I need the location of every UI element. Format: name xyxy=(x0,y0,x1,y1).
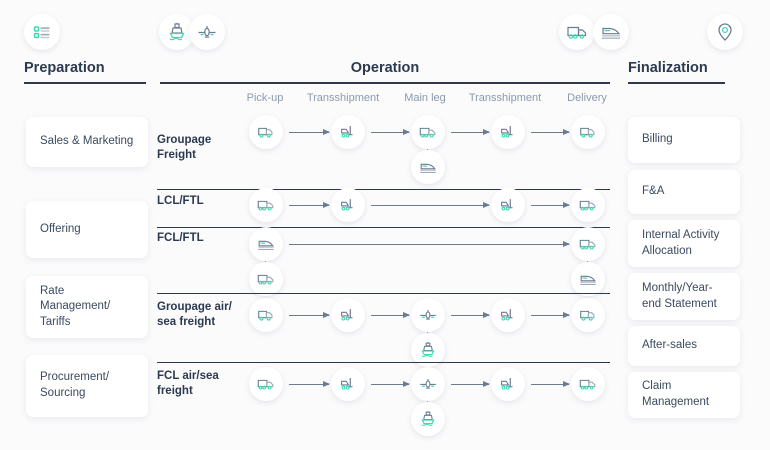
row-2-arrow-4 xyxy=(531,200,570,210)
row-divider-2 xyxy=(157,227,610,229)
preparation-card-procurement-sourcing[interactable]: Procurement/ Sourcing xyxy=(26,355,148,417)
finalization-card-claim-management[interactable]: Claim Management xyxy=(628,372,740,418)
operation-rule xyxy=(160,82,610,84)
truck-icon xyxy=(559,14,595,50)
preparation-card-sales-marketing[interactable]: Sales & Marketing xyxy=(26,117,148,167)
row-1-node-transshipment2-forklift-icon[interactable] xyxy=(491,115,525,149)
row-4-arrow-2 xyxy=(371,310,410,320)
row-divider-1 xyxy=(157,189,610,191)
finalization-rule xyxy=(628,82,725,84)
card-label: After-sales xyxy=(642,339,697,352)
finalization-card-fa[interactable]: F&A xyxy=(628,170,740,214)
column-label-delivery: Delivery xyxy=(567,92,607,104)
preparation-card-offering[interactable]: Offering xyxy=(26,201,148,258)
row-4-node-transshipment2-forklift-icon[interactable] xyxy=(491,298,525,332)
finalization-card-after-sales[interactable]: After-sales xyxy=(628,326,740,366)
row-5-node-transshipment2-forklift-icon[interactable] xyxy=(491,367,525,401)
row-1-node-main-leg-truck-icon[interactable] xyxy=(411,115,445,149)
row-4-node-transshipment-forklift-icon[interactable] xyxy=(331,298,365,332)
row-5-node-main-leg-alt-ship-icon[interactable] xyxy=(411,402,445,436)
row-5-arrow-1 xyxy=(289,379,330,389)
row-4-node-main-leg-alt-ship-icon[interactable] xyxy=(411,333,445,367)
card-label: Offering xyxy=(40,222,81,235)
row-1-arrow-3 xyxy=(451,127,490,137)
list-icon xyxy=(24,14,60,50)
row-label-lcl-ftl: LCL/FTL xyxy=(157,195,204,207)
row-2-arrow-main-leg xyxy=(371,200,490,210)
finalization-card-internal-activity-allocation[interactable]: Internal Activity Allocation xyxy=(628,220,740,267)
row-1-arrow-4 xyxy=(531,127,570,137)
row-label-groupage-freight: Groupage Freight xyxy=(157,134,212,161)
column-label-transshipment-2: Transshipment xyxy=(468,92,542,104)
row-1-node-delivery-van-icon[interactable] xyxy=(571,115,605,149)
row-3-arrow-main-leg xyxy=(289,239,570,249)
row-4-arrow-3 xyxy=(451,310,490,320)
card-label: Internal Activity Allocation xyxy=(642,228,720,257)
column-label-pickup: Pick-up xyxy=(246,92,284,104)
finalization-card-billing[interactable]: Billing xyxy=(628,117,740,163)
row-3-node-delivery-alt-train-icon[interactable] xyxy=(571,262,605,296)
column-label-main-leg: Main leg xyxy=(404,92,446,104)
row-4-arrow-1 xyxy=(289,310,330,320)
row-1-node-pickup-van-icon[interactable] xyxy=(249,115,283,149)
row-5-node-main-leg-plane-icon[interactable] xyxy=(411,367,445,401)
row-2-node-delivery-truck-icon[interactable] xyxy=(571,188,605,222)
row-2-node-transshipment-forklift-icon[interactable] xyxy=(331,188,365,222)
row-3-node-pickup-train-icon[interactable] xyxy=(249,227,283,261)
row-2-arrow-1 xyxy=(289,200,330,210)
row-5-arrow-4 xyxy=(531,379,570,389)
row-label-groupage-air-sea-freight: Groupage air/ sea freight xyxy=(157,301,232,328)
finalization-card-monthly-year-end-statement[interactable]: Monthly/Year-end Statement xyxy=(628,273,740,320)
row-1-arrow-1 xyxy=(289,127,330,137)
row-2-node-transshipment2-forklift-icon[interactable] xyxy=(491,188,525,222)
preparation-card-rate-management[interactable]: Rate Management/ Tariffs xyxy=(26,276,148,338)
row-5-node-transshipment-forklift-icon[interactable] xyxy=(331,367,365,401)
section-title-preparation: Preparation xyxy=(24,60,105,76)
row-5-arrow-2 xyxy=(371,379,410,389)
row-4-arrow-4 xyxy=(531,310,570,320)
row-3-node-delivery-truck-icon[interactable] xyxy=(571,227,605,261)
card-label: Rate Management/ Tariffs xyxy=(40,284,111,328)
row-5-node-delivery-truck-icon[interactable] xyxy=(571,367,605,401)
row-3-node-pickup-alt-truck-icon[interactable] xyxy=(249,262,283,296)
card-label: Claim Management xyxy=(642,380,710,408)
row-1-node-transshipment-forklift-icon[interactable] xyxy=(331,115,365,149)
row-label-fcl-air-sea-freight: FCL air/sea freight xyxy=(157,370,219,397)
card-label: F&A xyxy=(642,185,665,198)
row-divider-4 xyxy=(157,362,610,364)
card-label: Billing xyxy=(642,133,673,146)
card-label: Procurement/ Sourcing xyxy=(40,371,110,399)
card-label: Sales & Marketing xyxy=(40,135,134,148)
plane-icon xyxy=(189,14,225,50)
row-4-node-pickup-van-icon[interactable] xyxy=(249,298,283,332)
row-4-node-main-leg-plane-icon[interactable] xyxy=(411,298,445,332)
row-1-node-main-leg-alt-train-icon[interactable] xyxy=(411,150,445,184)
row-4-node-delivery-van-icon[interactable] xyxy=(571,298,605,332)
column-label-transshipment-1: Transshipment xyxy=(306,92,380,104)
row-label-fcl-ftl: FCL/FTL xyxy=(157,232,204,244)
row-2-node-pickup-truck-icon[interactable] xyxy=(249,188,283,222)
section-title-operation: Operation xyxy=(350,60,420,76)
train-icon xyxy=(593,14,629,50)
section-title-finalization: Finalization xyxy=(628,60,708,76)
preparation-rule xyxy=(24,82,146,84)
card-label: Monthly/Year-end Statement xyxy=(642,281,717,310)
row-1-arrow-2 xyxy=(371,127,410,137)
location-pin-icon xyxy=(707,14,743,50)
row-divider-3 xyxy=(157,293,610,295)
row-5-node-pickup-truck-icon[interactable] xyxy=(249,367,283,401)
row-5-arrow-3 xyxy=(451,379,490,389)
